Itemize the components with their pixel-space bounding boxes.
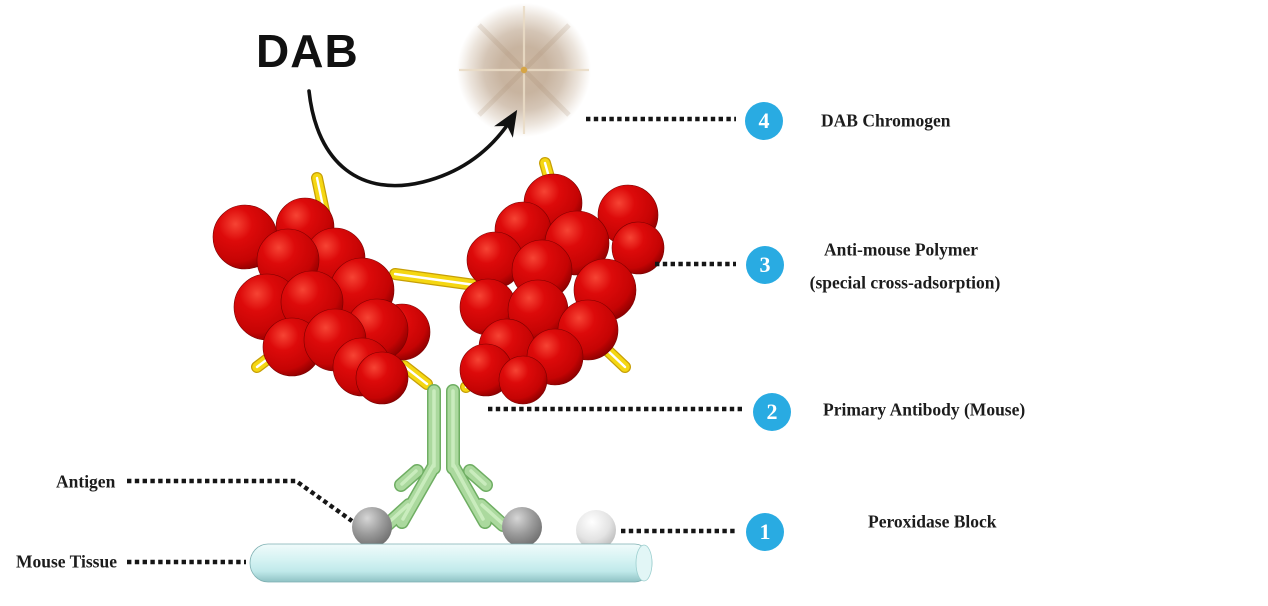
antigen-left [352, 507, 392, 547]
label-special-cross-adsorption: (special cross-adsorption) [809, 272, 1001, 293]
label-primary-antibody: Primary Antibody (Mouse) [823, 399, 1026, 420]
callout-line-antigen [127, 478, 354, 523]
dab-chromogen-blob [457, 3, 591, 137]
label-mouse-tissue: Mouse Tissue [16, 551, 117, 572]
label-peroxidase-block: Peroxidase Block [868, 511, 997, 532]
callout-lines [127, 116, 742, 565]
number-badge-1: 1 [746, 513, 784, 551]
label-antigen: Antigen [56, 471, 116, 492]
dab-substrate-title: DAB [256, 25, 359, 77]
number-badge-4: 4 [745, 102, 783, 140]
label-anti-mouse-polymer: Anti-mouse Polymer [823, 239, 979, 260]
number-badge-2: 2 [753, 393, 791, 431]
anti-mouse-polymer-right [459, 173, 665, 405]
number-badge-3: 3 [746, 246, 784, 284]
primary-antibody [380, 384, 510, 532]
reaction-arrow-icon [307, 89, 518, 188]
mouse-tissue-bar [249, 543, 653, 583]
anti-mouse-polymer-left [212, 197, 431, 405]
peroxidase-block-sphere [576, 510, 616, 550]
label-dab-chromogen: DAB Chromogen [821, 110, 951, 131]
antigen-right [502, 507, 542, 547]
